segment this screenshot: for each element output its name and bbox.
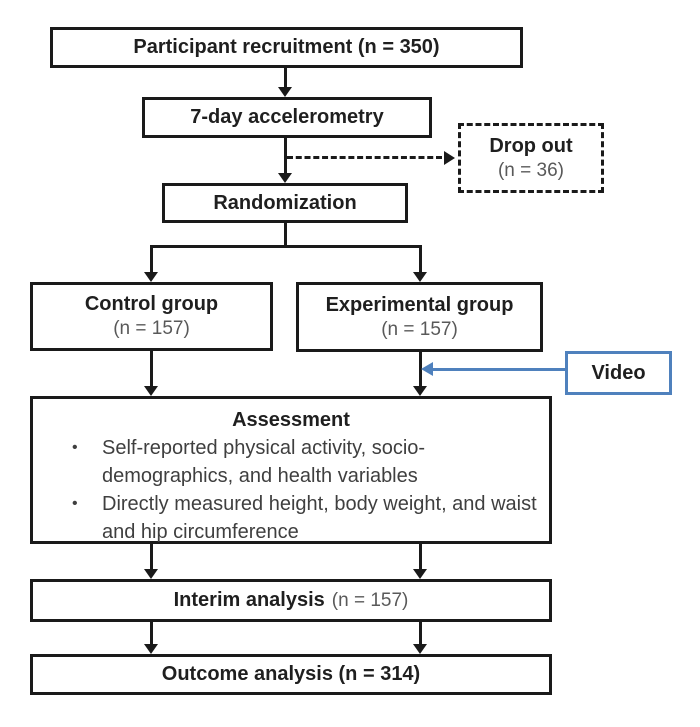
connector-dashed-to-dropout xyxy=(287,156,442,159)
node-assessment: Assessment • Self-reported physical acti… xyxy=(30,396,552,544)
node-label: Randomization xyxy=(213,191,357,214)
connector-randomization-stub xyxy=(284,222,287,248)
assessment-bullet-list: • Self-reported physical activity, socio… xyxy=(33,434,549,546)
connector-branch-to-control xyxy=(150,245,153,273)
node-experimental-group: Experimental group (n = 157) xyxy=(296,282,543,352)
node-outcome-analysis: Outcome analysis (n = 314) xyxy=(30,654,552,695)
node-label: Interim analysis xyxy=(173,589,325,611)
arrowhead-down-icon xyxy=(144,272,158,282)
arrowhead-down-icon xyxy=(144,386,158,396)
connector-experimental-to-assessment xyxy=(419,351,422,387)
node-randomization: Randomization xyxy=(162,183,408,223)
node-control-group: Control group (n = 157) xyxy=(30,282,273,351)
arrowhead-down-icon xyxy=(278,87,292,97)
arrowhead-down-icon xyxy=(413,569,427,579)
node-label: Outcome analysis (n = 314) xyxy=(161,663,421,685)
node-participant-recruitment: Participant recruitment (n = 350) xyxy=(50,27,523,68)
bullet-icon: • xyxy=(72,439,78,456)
node-7-day-accelerometry: 7-day accelerometry xyxy=(142,97,432,138)
node-label: 7-day accelerometry xyxy=(190,106,384,128)
arrowhead-left-icon xyxy=(421,362,433,376)
bullet-text: Directly measured height, body weight, a… xyxy=(102,493,537,543)
node-count: (n = 36) xyxy=(497,159,564,181)
node-label: Participant recruitment (n = 350) xyxy=(133,36,440,58)
bullet-icon: • xyxy=(72,495,78,512)
connector-interim-to-outcome-left xyxy=(150,622,153,645)
arrowhead-down-icon xyxy=(278,173,292,183)
node-label: Experimental group xyxy=(325,293,514,316)
connector-control-to-assessment xyxy=(150,350,153,387)
arrowhead-down-icon xyxy=(144,644,158,654)
arrowhead-down-icon xyxy=(144,569,158,579)
node-drop-out: Drop out (n = 36) xyxy=(458,123,604,193)
connector-branch-horizontal xyxy=(150,245,422,248)
arrowhead-right-icon xyxy=(444,151,455,165)
node-title-row: Interim analysis (n = 157) xyxy=(174,588,409,613)
connector-video-to-experimental-arm xyxy=(432,368,565,371)
list-item: • Self-reported physical activity, socio… xyxy=(72,434,549,490)
node-count: (n = 157) xyxy=(331,590,409,611)
connector-assessment-to-interim-right xyxy=(419,544,422,570)
connector-recruitment-to-accelerometry xyxy=(284,67,287,89)
node-label: Video xyxy=(591,361,646,384)
node-label: Drop out xyxy=(489,134,573,157)
arrowhead-down-icon xyxy=(413,272,427,282)
bullet-text: Self-reported physical activity, socio-d… xyxy=(102,437,426,487)
node-title: Assessment xyxy=(232,409,350,431)
list-item: • Directly measured height, body weight,… xyxy=(72,490,549,546)
node-count: (n = 157) xyxy=(381,318,458,340)
node-interim-analysis: Interim analysis (n = 157) xyxy=(30,579,552,622)
node-count: (n = 157) xyxy=(113,318,190,339)
arrowhead-down-icon xyxy=(413,644,427,654)
node-label: Control group xyxy=(84,293,219,315)
connector-accelerometry-to-randomization xyxy=(284,137,287,174)
connector-branch-to-experimental xyxy=(419,245,422,273)
node-video: Video xyxy=(565,351,672,395)
connector-interim-to-outcome-right xyxy=(419,622,422,645)
connector-assessment-to-interim-left xyxy=(150,544,153,570)
arrowhead-down-icon xyxy=(413,386,427,396)
